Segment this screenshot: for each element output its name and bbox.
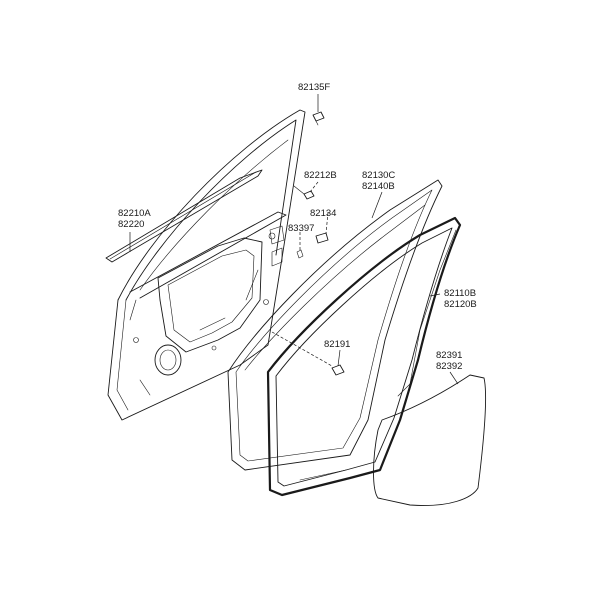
clip-82212b xyxy=(293,185,315,200)
clip-83397 xyxy=(296,249,304,259)
callout-83397: 83397 xyxy=(288,223,314,234)
clip-82135f xyxy=(312,111,325,126)
clip-82191 xyxy=(331,364,345,376)
opening-weatherstrip xyxy=(266,216,462,497)
callout-82212b: 82212B xyxy=(304,170,337,181)
callout-82210a-82220: 82210A 82220 xyxy=(118,208,153,230)
callout-82191: 82191 xyxy=(324,339,350,350)
leader-lines xyxy=(129,94,459,385)
sealing-cover xyxy=(373,374,487,506)
door-shell xyxy=(107,109,306,421)
callout-82135f: 82135F xyxy=(298,82,330,93)
callout-82134: 82134 xyxy=(310,208,336,219)
clip-82134 xyxy=(315,232,329,244)
callout-labels: 82135F 82212B 82134 83397 82210A 82220 8… xyxy=(118,82,479,372)
belt-weatherstrip-outer xyxy=(105,169,263,263)
callout-82110b-82120b: 82110B 82120B xyxy=(444,288,479,310)
callout-82391-82392: 82391 82392 xyxy=(436,350,465,372)
door-frame-weatherstrip xyxy=(227,179,443,471)
callout-82130c-82140b: 82130C 82140B xyxy=(362,170,398,192)
